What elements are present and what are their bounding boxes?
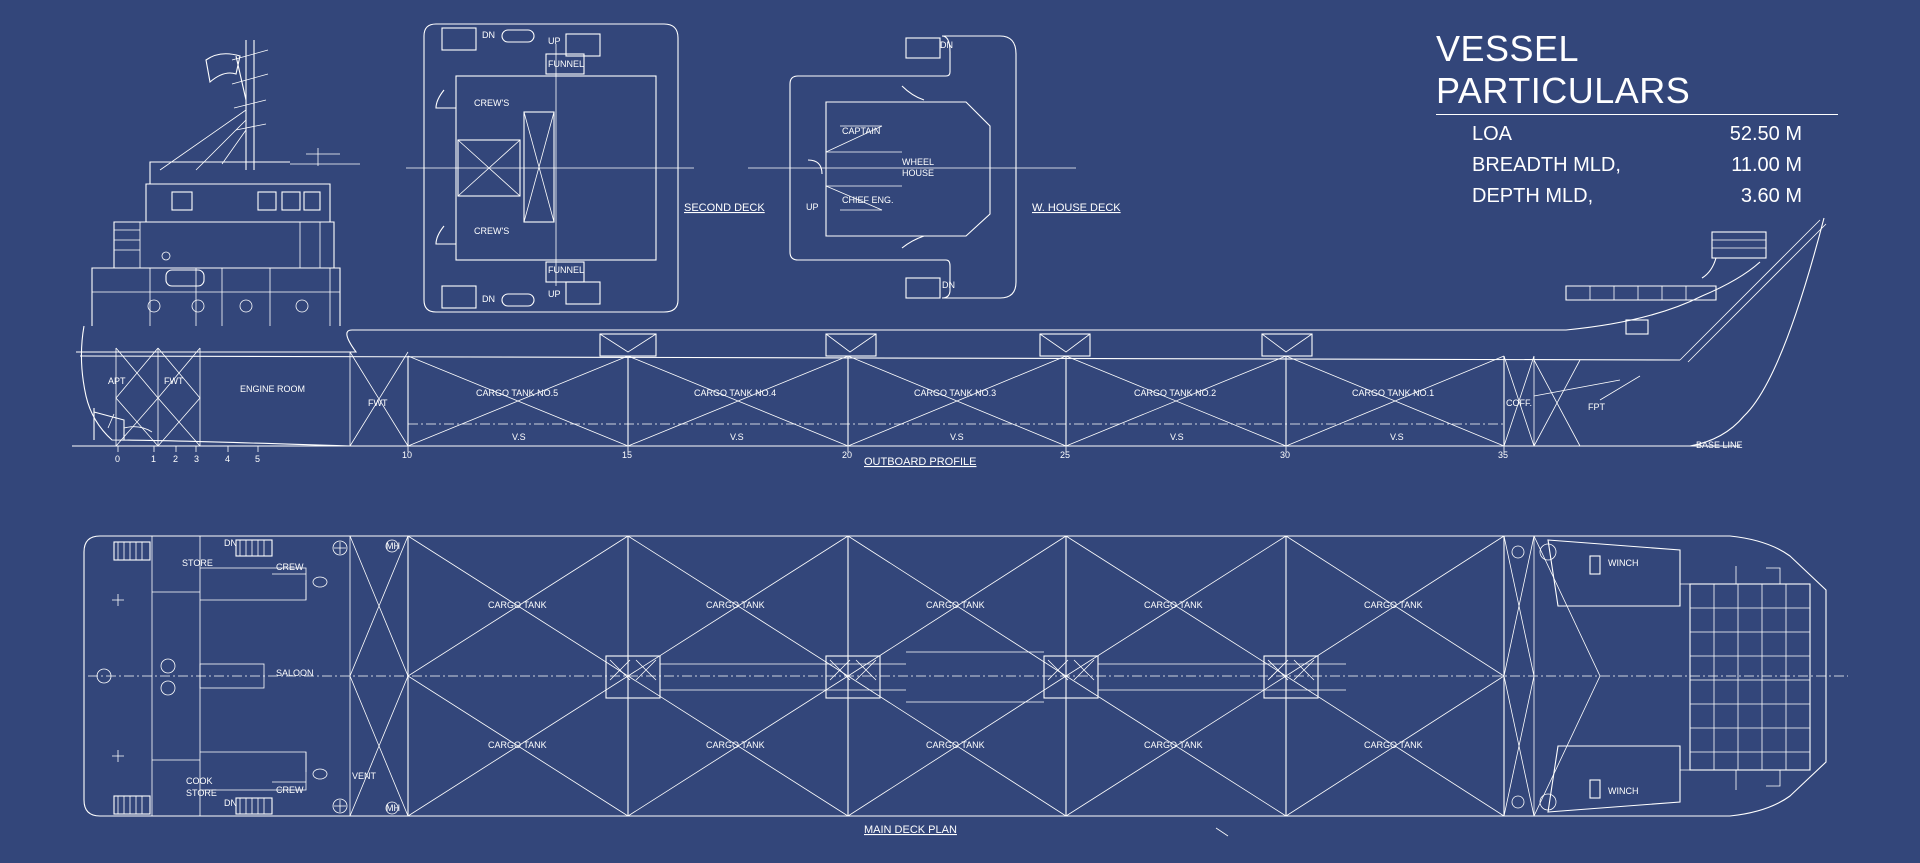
store-label: STORE [186, 788, 217, 798]
cargo-tank-label: CARGO TANK [488, 740, 547, 750]
cargo-tank-label: CARGO TANK NO.5 [476, 388, 558, 398]
second-deck-plan: DN UP FUNNEL CREW'S CREW'S FUNNEL DN UP … [406, 23, 765, 313]
fwt-label: FWT [368, 398, 388, 408]
cargo-tank-label: CARGO TANK NO.2 [1134, 388, 1216, 398]
frame-number: 20 [842, 450, 852, 460]
cargo-tank-label: CARGO TANK [1144, 600, 1203, 610]
saloon-label: SALOON [276, 668, 314, 678]
cargo-tank-label: CARGO TANK [1364, 740, 1423, 750]
particulars-value: 11.00 M [1731, 154, 1802, 176]
apt-label: APT [108, 376, 126, 386]
winch-label: WINCH [1608, 558, 1639, 568]
frame-number: 5 [255, 454, 260, 464]
dn-label: DN [224, 798, 237, 808]
frame-number: 35 [1498, 450, 1508, 460]
particulars-label: LOA [1472, 123, 1513, 145]
vs-label: V.S [950, 432, 964, 442]
mh-label: MH [386, 541, 400, 551]
cargo-tank-label: CARGO TANK NO.3 [914, 388, 996, 398]
vs-label: V.S [1390, 432, 1404, 442]
funnel-label: FUNNEL [548, 265, 584, 275]
dn-label: DN [224, 538, 237, 548]
frame-number: 3 [194, 454, 199, 464]
cargo-tank-label: CARGO TANK [926, 740, 985, 750]
vent-label: VENT [352, 771, 377, 781]
outboard-profile: APT FWT ENGINE ROOM FWT CARGO TANK NO.5 … [72, 40, 1827, 468]
frame-number: 4 [225, 454, 230, 464]
particulars-label: DEPTH MLD, [1472, 185, 1594, 207]
vs-label: V.S [1170, 432, 1184, 442]
crew-label: CREW [276, 562, 304, 572]
crews-label: CREW'S [474, 98, 509, 108]
main-deck-plan: STORE DN CREW SALOON COOK STORE CREW DN … [83, 535, 1848, 837]
fwt-label: FWT [164, 376, 184, 386]
outboard-profile-title: OUTBOARD PROFILE [864, 456, 976, 468]
cargo-tank-label: CARGO TANK NO.4 [694, 388, 776, 398]
vessel-particulars: VESSEL PARTICULARS LOA 52.50 M BREADTH M… [1436, 28, 1838, 208]
up-label: UP [548, 36, 561, 46]
particulars-value: 52.50 M [1729, 123, 1802, 145]
main-deck-plan-title: MAIN DECK PLAN [864, 824, 957, 836]
cargo-tank-label: CARGO TANK [1144, 740, 1203, 750]
captain-label: CAPTAIN [842, 126, 880, 136]
dn-label: DN [940, 40, 953, 50]
up-label: UP [806, 202, 819, 212]
dn-label: DN [482, 294, 495, 304]
up-label: UP [548, 289, 561, 299]
vs-label: V.S [730, 432, 744, 442]
frame-number: 10 [402, 450, 412, 460]
mh-label: MH [386, 803, 400, 813]
cargo-tank-label: CARGO TANK [926, 600, 985, 610]
frame-number: 2 [173, 454, 178, 464]
engine-room-label: ENGINE ROOM [240, 384, 305, 394]
coff-label: COFF. [1506, 398, 1532, 408]
second-deck-title: SECOND DECK [684, 202, 765, 214]
particulars-row: LOA 52.50 M [1436, 123, 1838, 146]
funnel-label: FUNNEL [548, 59, 584, 69]
wheelhouse-deck-plan: DN CAPTAIN WHEEL HOUSE CHIEF ENG. UP DN … [748, 35, 1121, 299]
dn-label: DN [482, 30, 495, 40]
dn-label: DN [942, 280, 955, 290]
particulars-row: DEPTH MLD, 3.60 M [1436, 185, 1838, 208]
frame-number: 15 [622, 450, 632, 460]
cargo-tank-label: CARGO TANK NO.1 [1352, 388, 1434, 398]
cargo-tank-label: CARGO TANK [706, 740, 765, 750]
winch-label: WINCH [1608, 786, 1639, 796]
cargo-tank-label: CARGO TANK [488, 600, 547, 610]
base-line-label: BASE LINE [1696, 440, 1743, 450]
particulars-label: BREADTH MLD, [1472, 154, 1621, 176]
store-label: STORE [182, 558, 213, 568]
fpt-label: FPT [1588, 402, 1606, 412]
wheel-label: WHEEL [902, 157, 934, 167]
frame-number: 30 [1280, 450, 1290, 460]
cargo-tank-label: CARGO TANK [1364, 600, 1423, 610]
crew-label: CREW [276, 785, 304, 795]
frame-number: 25 [1060, 450, 1070, 460]
chief-eng-label: CHIEF ENG. [842, 195, 894, 205]
particulars-title: VESSEL PARTICULARS [1436, 28, 1838, 115]
vs-label: V.S [512, 432, 526, 442]
frame-number: 1 [151, 454, 156, 464]
frame-number: 0 [115, 454, 120, 464]
cook-label: COOK [186, 776, 213, 786]
wheelhouse-deck-title: W. HOUSE DECK [1032, 202, 1121, 214]
cargo-tank-label: CARGO TANK [706, 600, 765, 610]
particulars-row: BREADTH MLD, 11.00 M [1436, 154, 1838, 177]
crews-label: CREW'S [474, 226, 509, 236]
particulars-value: 3.60 M [1740, 185, 1802, 207]
house-label: HOUSE [902, 168, 934, 178]
